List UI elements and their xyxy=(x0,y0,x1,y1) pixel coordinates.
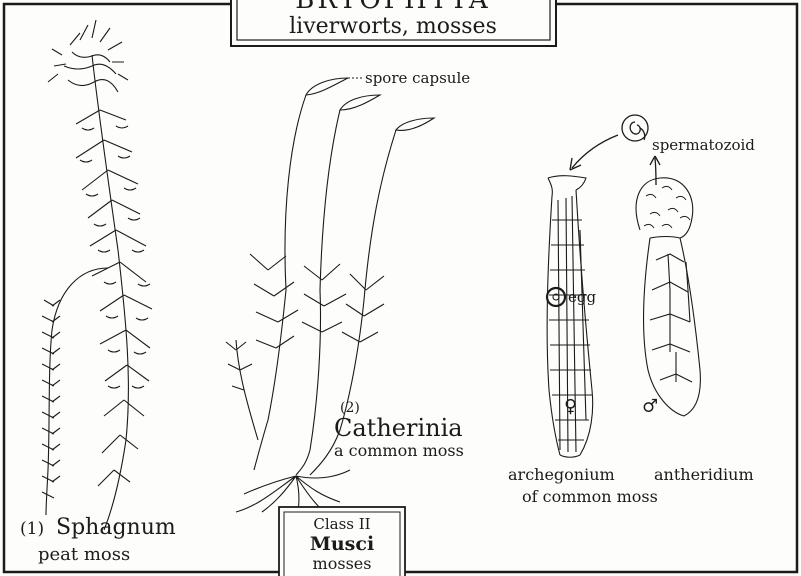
spore-capsule-label: spore capsule xyxy=(365,69,470,87)
arrow-to-spermatozoid xyxy=(655,158,656,185)
class-common-name: mosses xyxy=(313,554,372,573)
sphagnum-caption: (1) Sphagnum peat moss xyxy=(20,515,176,565)
sphagnum-drawing xyxy=(42,20,152,530)
catherinia-common-name: a common moss xyxy=(334,441,464,460)
antheridium-label: antheridium xyxy=(654,465,754,484)
sphagnum-name: Sphagnum xyxy=(56,515,176,540)
antheridium-drawing xyxy=(636,178,700,416)
catherinia-caption: (2) Catherinia a common moss xyxy=(334,400,464,460)
class-number: Class II xyxy=(313,515,370,533)
male-symbol: ♂ xyxy=(642,396,658,417)
female-symbol: ♀ xyxy=(564,396,577,417)
arrow-to-archegonium xyxy=(572,135,618,168)
title-box: BRYOPHYTA liverworts, mosses xyxy=(231,0,556,46)
spermatozoid-label: spermatozoid xyxy=(652,136,755,154)
plate-title: BRYOPHYTA xyxy=(295,0,490,15)
catherinia-name: Catherinia xyxy=(334,414,463,442)
plate-subtitle: liverworts, mosses xyxy=(289,14,497,39)
archegonium-label: archegonium xyxy=(508,465,615,484)
organs-caption: of common moss xyxy=(522,487,658,506)
egg-label: egg xyxy=(568,288,596,306)
outer-frame xyxy=(4,4,797,572)
spermatozoid-drawing xyxy=(622,115,648,141)
sphagnum-common-name: peat moss xyxy=(38,544,130,565)
sphagnum-number: (1) xyxy=(20,519,44,539)
class-box: Class II Musci mosses xyxy=(279,507,405,576)
class-name: Musci xyxy=(310,533,374,555)
